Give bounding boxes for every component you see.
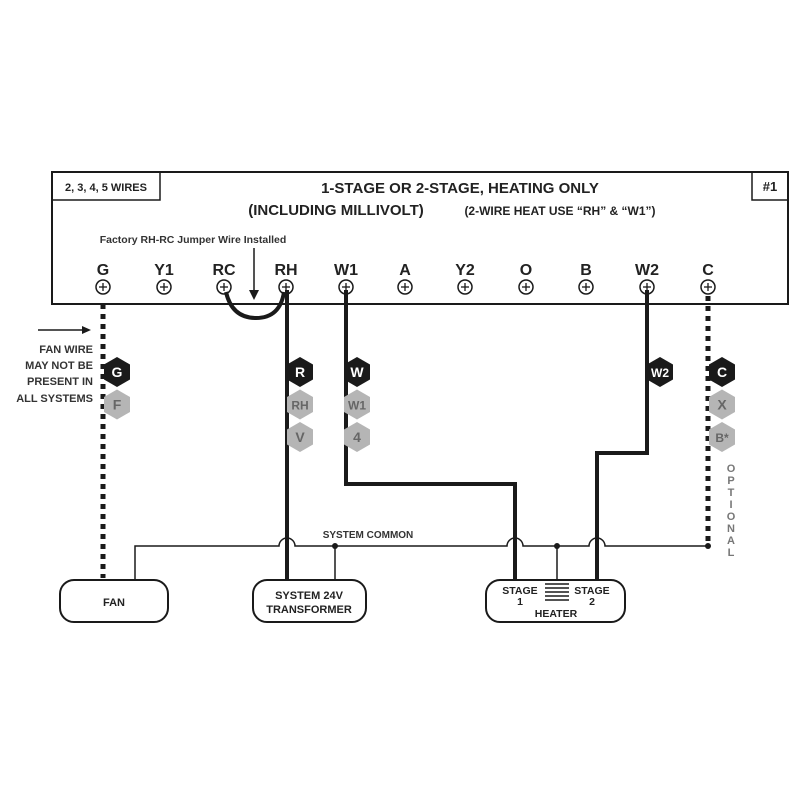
wire-badge-g-alt: F [104,389,130,420]
svg-text:X: X [717,397,727,413]
thermostat-box [51,171,789,305]
screw-terminal-icon [397,279,413,295]
w2-wire [595,290,649,581]
svg-text:I: I [729,499,732,511]
svg-text:W: W [350,364,364,380]
svg-text:F: F [113,397,122,413]
stage2-number: 2 [589,596,595,608]
svg-text:A: A [727,535,735,547]
title-line-2-note: (2-WIRE HEAT USE “RH” & “W1”) [464,204,655,218]
number-box [751,171,789,201]
wire-badge-c-alt: X [709,389,735,420]
fan-box [59,579,169,623]
wires-label: 2, 3, 4, 5 WIRES [65,182,147,194]
terminal-label-g: G [97,262,109,279]
terminal-label-rc: RC [212,262,236,279]
wire-badge-r-alt: RH [287,389,313,420]
svg-text:R: R [295,364,305,380]
svg-text:O: O [727,463,736,475]
svg-text:C: C [717,364,727,380]
system-common-label: SYSTEM COMMON [323,530,414,541]
heater-element-icon [545,583,569,601]
svg-text:W1: W1 [348,399,366,413]
wire-badge-c-alt: B* [709,422,735,452]
svg-text:B*: B* [715,431,729,445]
arrow-right-icon [82,326,91,334]
screw-terminal-icon [518,279,534,295]
svg-text:G: G [112,364,123,380]
terminal-label-c: C [702,262,714,279]
stage1-label: STAGE [502,585,537,597]
transformer-label-1: SYSTEM 24V [275,590,344,602]
jumper-note: Factory RH-RC Jumper Wire Installed [100,234,287,246]
fan-note-2: MAY NOT BE [25,360,93,372]
title-line-2: (INCLUDING MILLIVOLT) [248,202,424,219]
svg-text:RH: RH [291,399,308,413]
screw-terminal-icon [216,279,232,295]
title-line-1: 1-STAGE OR 2-STAGE, HEATING ONLY [321,180,599,197]
wire-badge-w-alt: W1 [344,389,370,420]
system-common-wire [134,537,708,580]
terminal-label-o: O [520,262,532,279]
screw-terminal-icon [95,279,111,295]
fan-note-4: ALL SYSTEMS [16,393,93,405]
svg-text:T: T [728,487,735,499]
fan-note-3: PRESENT IN [27,376,93,388]
wire-badge-w: W [344,357,370,387]
jumper-wire [224,291,286,321]
screw-terminal-icon [639,279,655,295]
transformer-box [252,579,367,623]
heater-label: HEATER [535,608,578,620]
terminal-label-rh: RH [274,262,297,279]
terminal-label-y1: Y1 [154,262,174,279]
screw-terminal-icon [578,279,594,295]
wire-badge-r: R [287,357,313,387]
screw-terminal-icon [338,279,354,295]
svg-text:O: O [727,511,736,523]
w1-wire [344,290,517,581]
svg-text:N: N [727,523,735,535]
terminal-label-w1: W1 [334,262,358,279]
svg-text:P: P [727,475,734,487]
transformer-label-2: TRANSFORMER [266,604,352,616]
svg-text:V: V [295,429,305,445]
arrow-down-icon [249,290,259,300]
wire-badge-r-alt: V [287,422,313,452]
heater-box [485,579,626,623]
fan-label: FAN [103,597,125,609]
terminal-label-a: A [399,262,411,279]
screw-terminal-icon [700,279,716,295]
svg-text:L: L [728,547,735,559]
terminal-label-w2: W2 [635,262,659,279]
wire-badge-w2: W2 [647,357,673,387]
wire-badge-w-alt: 4 [344,422,370,452]
wire-badge-c: C [709,357,735,387]
svg-text:4: 4 [353,429,361,445]
diagram-number: #1 [763,179,777,194]
terminal-label-b: B [580,262,592,279]
wire-badge-g: G [104,357,130,387]
stage2-label: STAGE [574,585,609,597]
stage1-number: 1 [517,596,523,608]
screw-terminal-icon [457,279,473,295]
screw-terminal-icon [156,279,172,295]
wires-box [51,171,161,201]
terminal-label-y2: Y2 [455,262,475,279]
svg-text:W2: W2 [651,366,669,380]
fan-note-1: FAN WIRE [39,344,93,356]
